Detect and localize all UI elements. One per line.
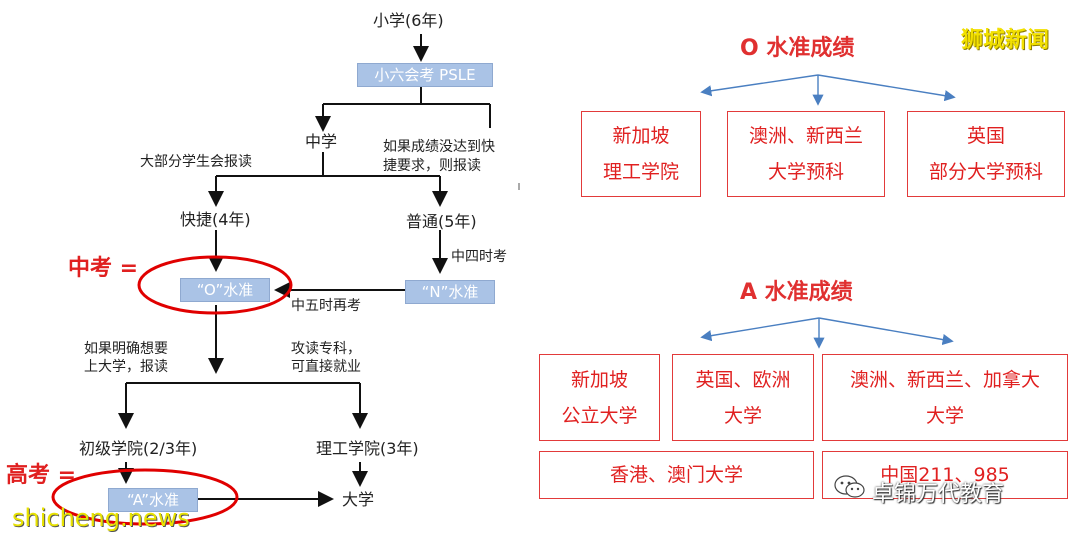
watermark-top-right: 狮城新闻 xyxy=(961,28,1050,53)
a-box-china: 中国211、985 xyxy=(822,451,1068,499)
o-box-line1: 澳洲、新西兰 xyxy=(748,125,863,147)
node-express: 快捷(4年) xyxy=(180,210,251,229)
note-uni-2: 上大学，报读 xyxy=(84,359,168,375)
node-primary: 小学(6年) xyxy=(373,11,444,30)
o-box-line2: 大学预科 xyxy=(767,161,844,183)
note-normal-1: 如果成绩没达到快 xyxy=(383,139,495,155)
a-box-hk-mo: 香港、澳门大学 xyxy=(539,451,814,499)
watermark-wechat: 卓锦万代教育 xyxy=(872,482,1005,507)
node-secondary: 中学 xyxy=(305,132,338,151)
a-box-line1: 新加坡 xyxy=(570,368,628,391)
note-work-2: 可直接就业 xyxy=(291,359,361,375)
a-box-sg: 新加坡 公立大学 xyxy=(539,354,660,441)
a-box-line2: 大学 xyxy=(723,404,762,427)
a-box-line2: 大学 xyxy=(925,404,964,427)
a-box-line1: 中国211、985 xyxy=(880,464,1010,486)
a-section-title: A 水准成绩 xyxy=(740,280,853,305)
a-box-uk-eu: 英国、欧洲 大学 xyxy=(672,354,814,441)
branch-arrows xyxy=(700,74,956,349)
a-box-line1: 英国、欧洲 xyxy=(695,368,791,391)
watermark-bottom-left: shicheng.news xyxy=(12,504,190,532)
o-box-poly: 新加坡 理工学院 xyxy=(581,111,701,197)
note-sec4: 中四时考 xyxy=(451,249,507,265)
a-box-line1: 澳洲、新西兰、加拿大 xyxy=(849,368,1040,391)
o-box-line1: 新加坡 xyxy=(612,125,670,147)
node-university: 大学 xyxy=(342,490,375,509)
node-a-level: “A”水准 xyxy=(108,488,198,512)
o-box-uk: 英国 部分大学预科 xyxy=(907,111,1065,197)
a-box-line2: 公立大学 xyxy=(561,404,638,427)
o-section-title: O 水准成绩 xyxy=(740,36,855,61)
wechat-icon xyxy=(834,474,866,500)
note-uni-1: 如果明确想要 xyxy=(84,341,168,357)
label-gaokao: 高考 = xyxy=(6,463,77,488)
note-normal-2: 捷要求，则报读 xyxy=(383,158,481,174)
label-zhongkao: 中考 = xyxy=(68,256,139,281)
flowchart-lines xyxy=(51,34,520,526)
node-poly: 理工学院(3年) xyxy=(316,439,419,458)
o-box-aus: 澳洲、新西兰 大学预科 xyxy=(727,111,885,197)
node-o-level: “O”水准 xyxy=(180,278,270,302)
o-box-line1: 英国 xyxy=(966,125,1005,147)
o-box-line2: 部分大学预科 xyxy=(928,161,1043,183)
o-box-line2: 理工学院 xyxy=(602,161,679,183)
note-majority: 大部分学生会报读 xyxy=(140,154,252,170)
a-box-aus-nz-ca: 澳洲、新西兰、加拿大 大学 xyxy=(822,354,1068,441)
node-jc: 初级学院(2/3年) xyxy=(79,439,198,458)
note-work-1: 攻读专科， xyxy=(291,341,361,357)
note-sec5: 中五时再考 xyxy=(291,298,361,314)
node-n-level: “N”水准 xyxy=(405,280,495,304)
node-normal: 普通(5年) xyxy=(406,212,477,231)
node-psle: 小六会考 PSLE xyxy=(357,63,493,87)
a-box-line1: 香港、澳门大学 xyxy=(609,464,743,486)
